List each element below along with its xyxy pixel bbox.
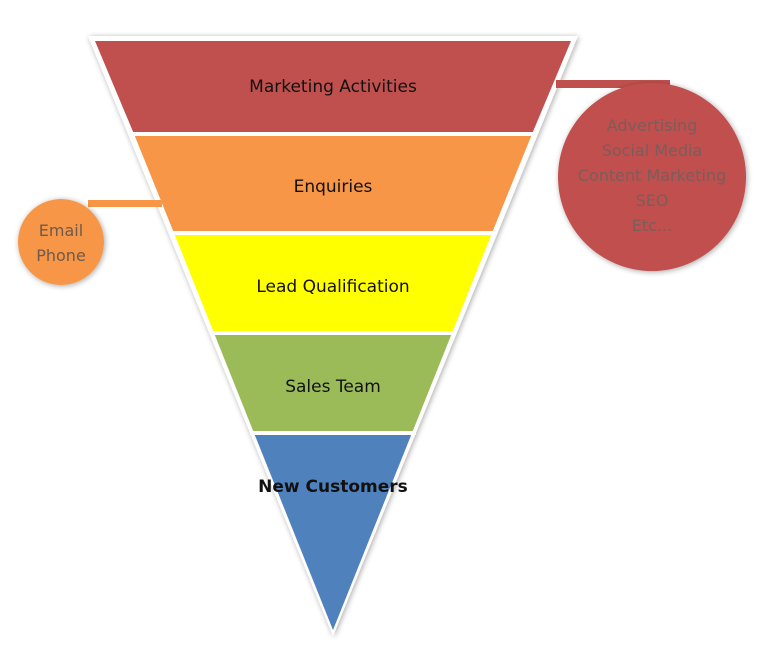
layer-label-marketing-activities: Marketing Activities	[249, 77, 417, 97]
funnel-layers	[95, 41, 571, 630]
right-callout-connector	[556, 80, 670, 88]
layer-label-enquiries: Enquiries	[294, 177, 373, 197]
right-callout-bubble	[558, 83, 746, 271]
callout-item-social-media: Social Media	[602, 141, 703, 160]
callout-item-content-marketing: Content Marketing	[578, 166, 726, 185]
layer-label-lead-qualification: Lead Qualification	[256, 277, 409, 297]
funnel-layer-new-customers	[254, 433, 412, 630]
callout-item-email: Email	[39, 221, 83, 240]
layer-separators	[130, 132, 536, 435]
funnel-layer-marketing-activities	[95, 41, 571, 134]
left-callout: Email Phone	[18, 199, 162, 285]
funnel-layer-enquiries	[134, 134, 532, 233]
left-callout-connector	[88, 200, 162, 207]
callout-item-advertising: Advertising	[607, 116, 698, 135]
layer-label-sales-team: Sales Team	[285, 377, 381, 397]
callout-item-seo: SEO	[636, 191, 669, 210]
left-callout-bubble	[18, 199, 104, 285]
funnel-layer-sales-team	[214, 333, 452, 433]
funnel-layer-lead-qualification	[174, 233, 492, 333]
callout-item-phone: Phone	[36, 246, 86, 265]
right-callout: Advertising Social Media Content Marketi…	[556, 80, 746, 271]
layer-label-new-customers: New Customers	[258, 477, 408, 497]
callout-item-etc: Etc...	[632, 216, 672, 235]
